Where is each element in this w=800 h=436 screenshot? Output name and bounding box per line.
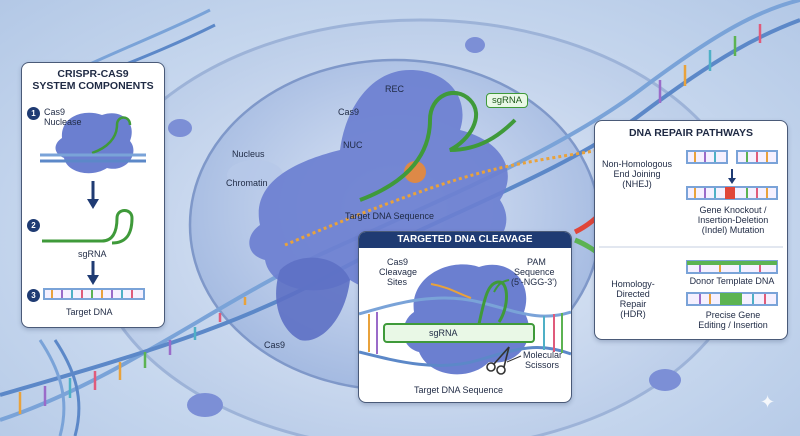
knockout-label-1: Gene Knockout / — [699, 205, 767, 215]
cas9-protein-lower — [276, 257, 350, 341]
scissors-label-2: Scissors — [525, 360, 560, 370]
nhej-broken-dna — [686, 150, 778, 164]
nuc-cleavage-site — [404, 161, 426, 183]
sgrna-callout: sgRNA — [486, 93, 529, 108]
hdr-label-2: Directed — [616, 289, 650, 299]
components-title-line1: CRISPR-CAS9 — [57, 68, 129, 80]
nhej-label-2: End Joining — [613, 169, 661, 179]
hdr-label-4: (HDR) — [620, 309, 646, 319]
cleavage-sgrna-label: sgRNA — [429, 328, 458, 338]
cleavage-target-label: Target DNA Sequence — [414, 385, 504, 395]
pam-label-3: (5'-NGG-3') — [511, 277, 557, 287]
down-arrowhead-2 — [87, 275, 99, 285]
label-target-dna: Target DNA Sequence — [345, 211, 435, 221]
step-1-label-line2: Nuclease — [44, 117, 82, 127]
nhej-label-1: Non-Homologous — [601, 159, 673, 169]
cleavage-sgrna-hairpin — [477, 280, 508, 325]
hdr-label-3: Repair — [619, 299, 647, 309]
components-title-line2: SYSTEM COMPONENTS — [32, 80, 154, 92]
step-1-label-line1: Cas9 — [44, 107, 66, 117]
step-3-label: Target DNA — [66, 307, 113, 317]
floating-protein — [187, 393, 223, 417]
precise-label-1: Precise Gene — [705, 310, 761, 320]
hdr-edited-dna — [686, 292, 778, 306]
cleavage-site-arrow — [430, 283, 472, 299]
floating-protein — [649, 369, 681, 391]
step-2-label: sgRNA — [78, 249, 107, 259]
nhej-label-3: (NHEJ) — [622, 179, 652, 189]
precise-label-2: Editing / Insertion — [698, 320, 768, 330]
floating-protein — [168, 119, 192, 137]
scissors-label-1: Molecular — [523, 350, 563, 360]
sparkle-icon: ✦ — [760, 392, 776, 412]
target-dna-illustration — [43, 288, 145, 300]
cleavage-sites-label-1: Cas9 — [387, 257, 409, 267]
hdr-donor-dna — [686, 260, 778, 274]
components-panel: CRISPR-CAS9 SYSTEM COMPONENTS — [21, 62, 165, 328]
donor-label: Donor Template DNA — [689, 276, 775, 286]
cleavage-title: TARGETED DNA CLEAVAGE — [359, 232, 571, 248]
cleavage-illustration — [359, 264, 571, 375]
cleavage-cas9-blob — [403, 264, 530, 375]
repair-title: DNA REPAIR PATHWAYS — [628, 127, 754, 139]
repair-panel: DNA REPAIR PATHWAYS — [594, 120, 788, 340]
cas9-nuclease-sgrna — [91, 116, 132, 155]
nhej-repaired-dna — [686, 186, 778, 200]
label-cas9-bottom: Cas9 — [264, 340, 286, 350]
sgrna-illustration — [42, 209, 134, 245]
label-nucleus: Nucleus — [232, 149, 265, 159]
step-number-3: 3 — [27, 289, 40, 302]
floating-protein — [465, 37, 485, 53]
cleavage-sites-label-2: Cleavage — [379, 267, 418, 277]
target-dna-strand — [284, 148, 601, 247]
cleavage-sites-label-3: Sites — [387, 277, 408, 287]
pam-label-2: Sequence — [514, 267, 555, 277]
sgrna-strand — [359, 90, 517, 202]
label-nuc: NUC — [343, 140, 363, 150]
down-arrowhead-1 — [87, 199, 99, 209]
hdr-label-1: Homology- — [611, 279, 655, 289]
nucleolus — [227, 160, 283, 190]
step-number-2: 2 — [27, 219, 40, 232]
label-chromatin: Chromatin — [226, 178, 268, 188]
cleavage-panel: TARGETED DNA CLEAVAGE — [358, 231, 572, 403]
cas9-nuclease-blob — [55, 112, 134, 174]
knockout-label-3: (Indel) Mutation — [701, 225, 765, 235]
step-number-1: 1 — [27, 107, 40, 120]
components-illustrations — [40, 112, 146, 300]
label-rec: REC — [385, 84, 405, 94]
knockout-label-2: Insertion-Deletion — [697, 215, 769, 225]
dna-base-pairs — [18, 24, 762, 414]
scissors-icon — [486, 346, 510, 375]
label-cas9-top: Cas9 — [338, 107, 360, 117]
repair-illustrations — [599, 150, 783, 306]
pam-label-1: PAM — [527, 257, 546, 267]
dna-helix-bottom-left — [38, 339, 81, 436]
